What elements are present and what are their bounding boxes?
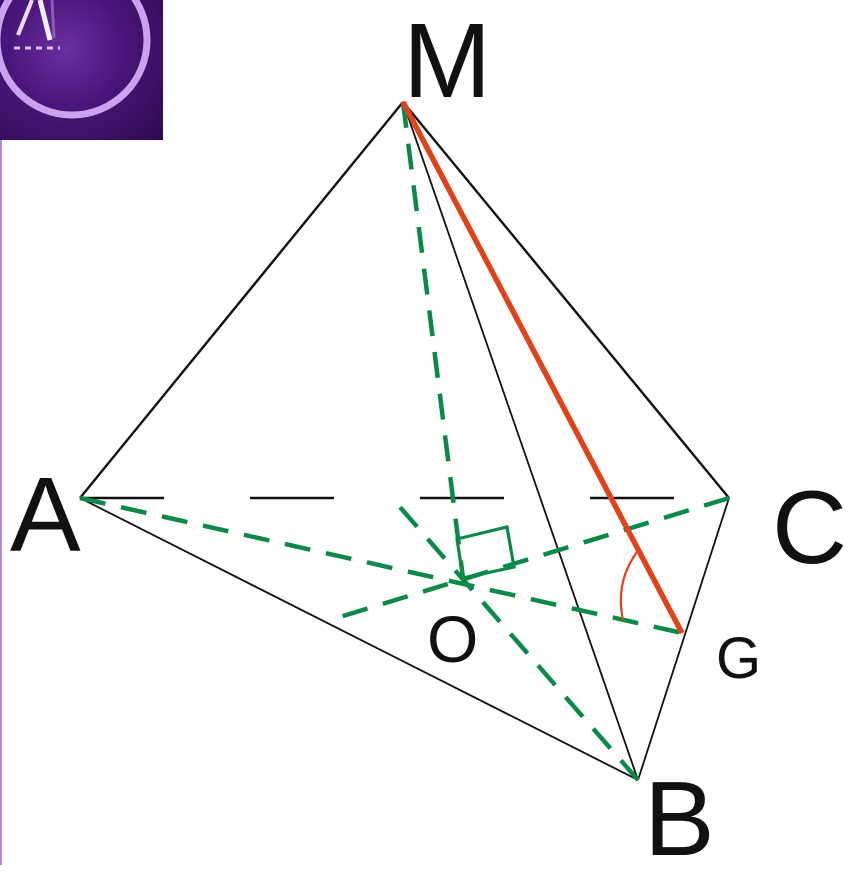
right-angle-icon [455,525,516,580]
apothem-MG [400,100,685,635]
vertex-label-c: C [772,470,848,586]
vertex-label-a: A [10,456,81,574]
point-label-o: O [427,602,479,676]
logo-icon [0,0,163,140]
compass-circle-icon [0,0,151,119]
left-border-line [0,140,2,865]
height-MO [400,101,466,579]
angle-arc-icon [619,551,638,621]
median-A-to-G [79,495,683,636]
median-C-to-AB [329,495,730,623]
edge-BC [637,497,730,781]
edge-AB [79,497,639,781]
point-label-g: G [716,626,762,691]
vertex-label-b: B [644,760,715,878]
edge-MA [79,101,404,499]
vertex-label-m: M [403,2,492,120]
edge-MC [402,101,730,499]
edge-MB [402,101,639,781]
median-B-to-AC [390,496,640,782]
